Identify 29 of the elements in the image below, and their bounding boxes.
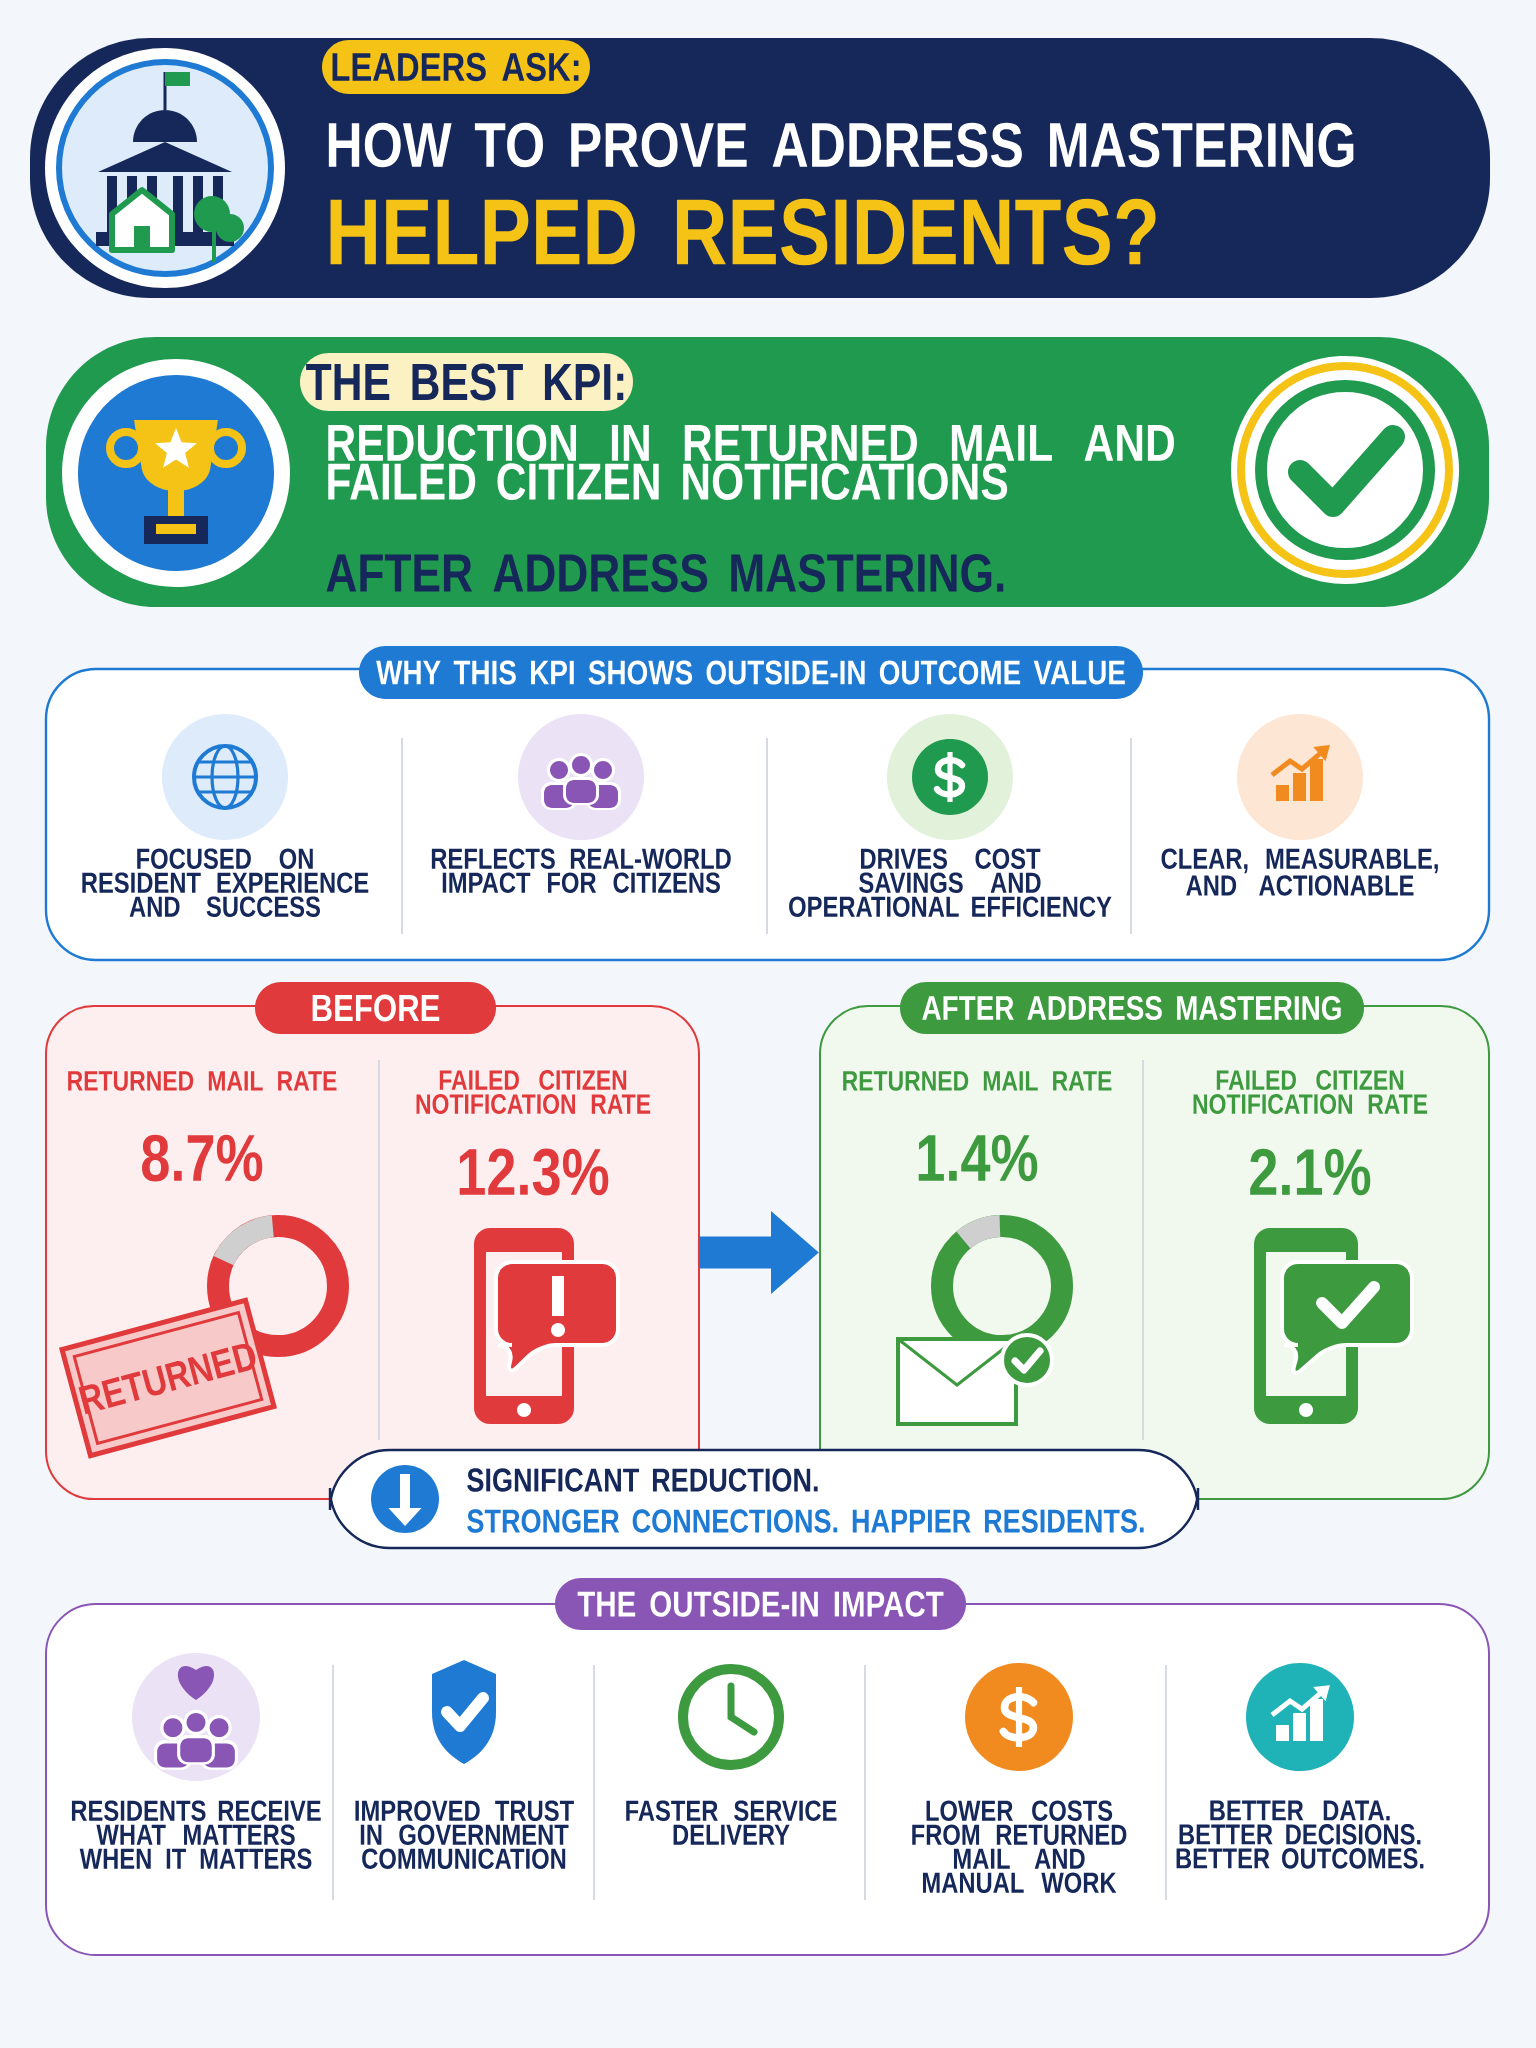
item-text: FASTER SERVICE DELIVERY <box>626 1800 837 1845</box>
summary-text: STRONGER CONNECTIONS. HAPPIER RESIDENTS. <box>467 1509 1144 1533</box>
section-heading: THE OUTSIDE-IN IMPACT <box>555 1578 966 1630</box>
metric-label: FAILED CITIZEN NOTIFICATION RATE <box>1193 1070 1428 1114</box>
metric-value: 1.4% <box>918 1134 1038 1182</box>
item-text: LOWER COSTS FROM RETURNED MAIL AND MANUAL WORK <box>912 1800 1127 1893</box>
item-text: REFLECTS REAL-WORLD IMPACT FOR CITIZENS <box>431 848 731 893</box>
item-text: DRIVES COST SAVINGS AND OPERATIONAL EFFICIENCY <box>789 848 1112 917</box>
metric-label: RETURNED MAIL RATE <box>843 1071 1112 1091</box>
item-text: FOCUSED ON RESIDENT EXPERIENCE AND SUCCESS <box>82 848 369 917</box>
kpi-text: REDUCTION IN RETURNED MAIL AND FAILED CITIZEN NOTIFICATIONS <box>328 424 1175 501</box>
section-heading: BEFORE <box>255 982 496 1034</box>
item-text: IMPROVED TRUST IN GOVERNMENT COMMUNICATION <box>355 1800 574 1869</box>
label-pill: LEADERS ASK: <box>322 40 590 94</box>
heading-text: HOW TO PROVE ADDRESS MASTERING <box>328 122 1354 168</box>
metric-value: 2.1% <box>1250 1148 1371 1196</box>
label-pill: THE BEST KPI: <box>300 353 633 411</box>
metric-value: 12.3% <box>459 1148 609 1196</box>
section-heading: AFTER ADDRESS MASTERING <box>900 982 1364 1034</box>
metric-label: FAILED CITIZEN NOTIFICATION RATE <box>416 1070 651 1114</box>
item-text: BETTER DATA. BETTER DECISIONS. BETTER OUTCOMES. <box>1176 1800 1424 1869</box>
metric-value: 8.7% <box>142 1134 263 1182</box>
section-heading: WHY THIS KPI SHOWS OUTSIDE-IN OUTCOME VALUE <box>359 646 1143 699</box>
heading-text: HELPED RESIDENTS? <box>330 198 1156 266</box>
kpi-text: AFTER ADDRESS MASTERING. <box>326 553 1004 593</box>
item-text: CLEAR, MEASURABLE, AND ACTIONABLE <box>1161 848 1438 896</box>
item-text: RESIDENTS RECEIVE WHAT MATTERS WHEN IT MATTERS <box>71 1800 321 1869</box>
summary-text: SIGNIFICANT REDUCTION. <box>467 1468 818 1492</box>
metric-label: RETURNED MAIL RATE <box>68 1071 337 1091</box>
